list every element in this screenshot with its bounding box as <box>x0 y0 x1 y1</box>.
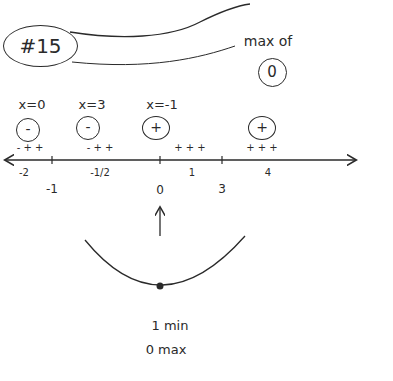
node-text: #15 <box>19 35 61 57</box>
test-signs: - + + <box>87 142 114 153</box>
parabola-sketch <box>85 236 245 285</box>
sign-circle: + <box>142 116 170 140</box>
node-text: + <box>150 120 162 135</box>
problem-number: #15 <box>3 25 78 67</box>
node-text: - <box>25 122 30 137</box>
test-value: -2 <box>19 167 29 178</box>
critical-value: x=0 <box>19 98 46 112</box>
test-signs: + + + <box>174 142 206 153</box>
axis-value: 3 <box>218 183 226 196</box>
swoosh-line <box>70 4 250 37</box>
swoosh-line <box>72 46 235 65</box>
test-signs: - + + <box>17 142 44 153</box>
axis-value: -1 <box>46 183 58 196</box>
result-text: 0 max <box>146 343 187 357</box>
sign-circle: - <box>76 116 100 140</box>
note-text: max of <box>244 34 292 49</box>
critical-value: x=3 <box>79 98 106 112</box>
test-signs: + + + <box>246 142 278 153</box>
result-text: 1 min <box>152 319 189 333</box>
test-value: 4 <box>265 167 271 178</box>
critical-value: x=-1 <box>146 98 178 112</box>
test-value: -1/2 <box>90 167 110 178</box>
answer-circle: 0 <box>258 58 287 87</box>
number-line <box>6 159 355 160</box>
vertex-dot <box>157 283 164 290</box>
node-text: + <box>256 120 268 135</box>
node-text: 0 <box>267 64 277 81</box>
axis-value: 0 <box>156 184 164 197</box>
node-text: - <box>85 120 90 135</box>
sign-circle: + <box>248 116 276 140</box>
test-value: 1 <box>189 167 195 178</box>
sign-circle: - <box>16 118 40 142</box>
tick-marks <box>52 156 222 164</box>
up-arrow <box>159 208 160 236</box>
